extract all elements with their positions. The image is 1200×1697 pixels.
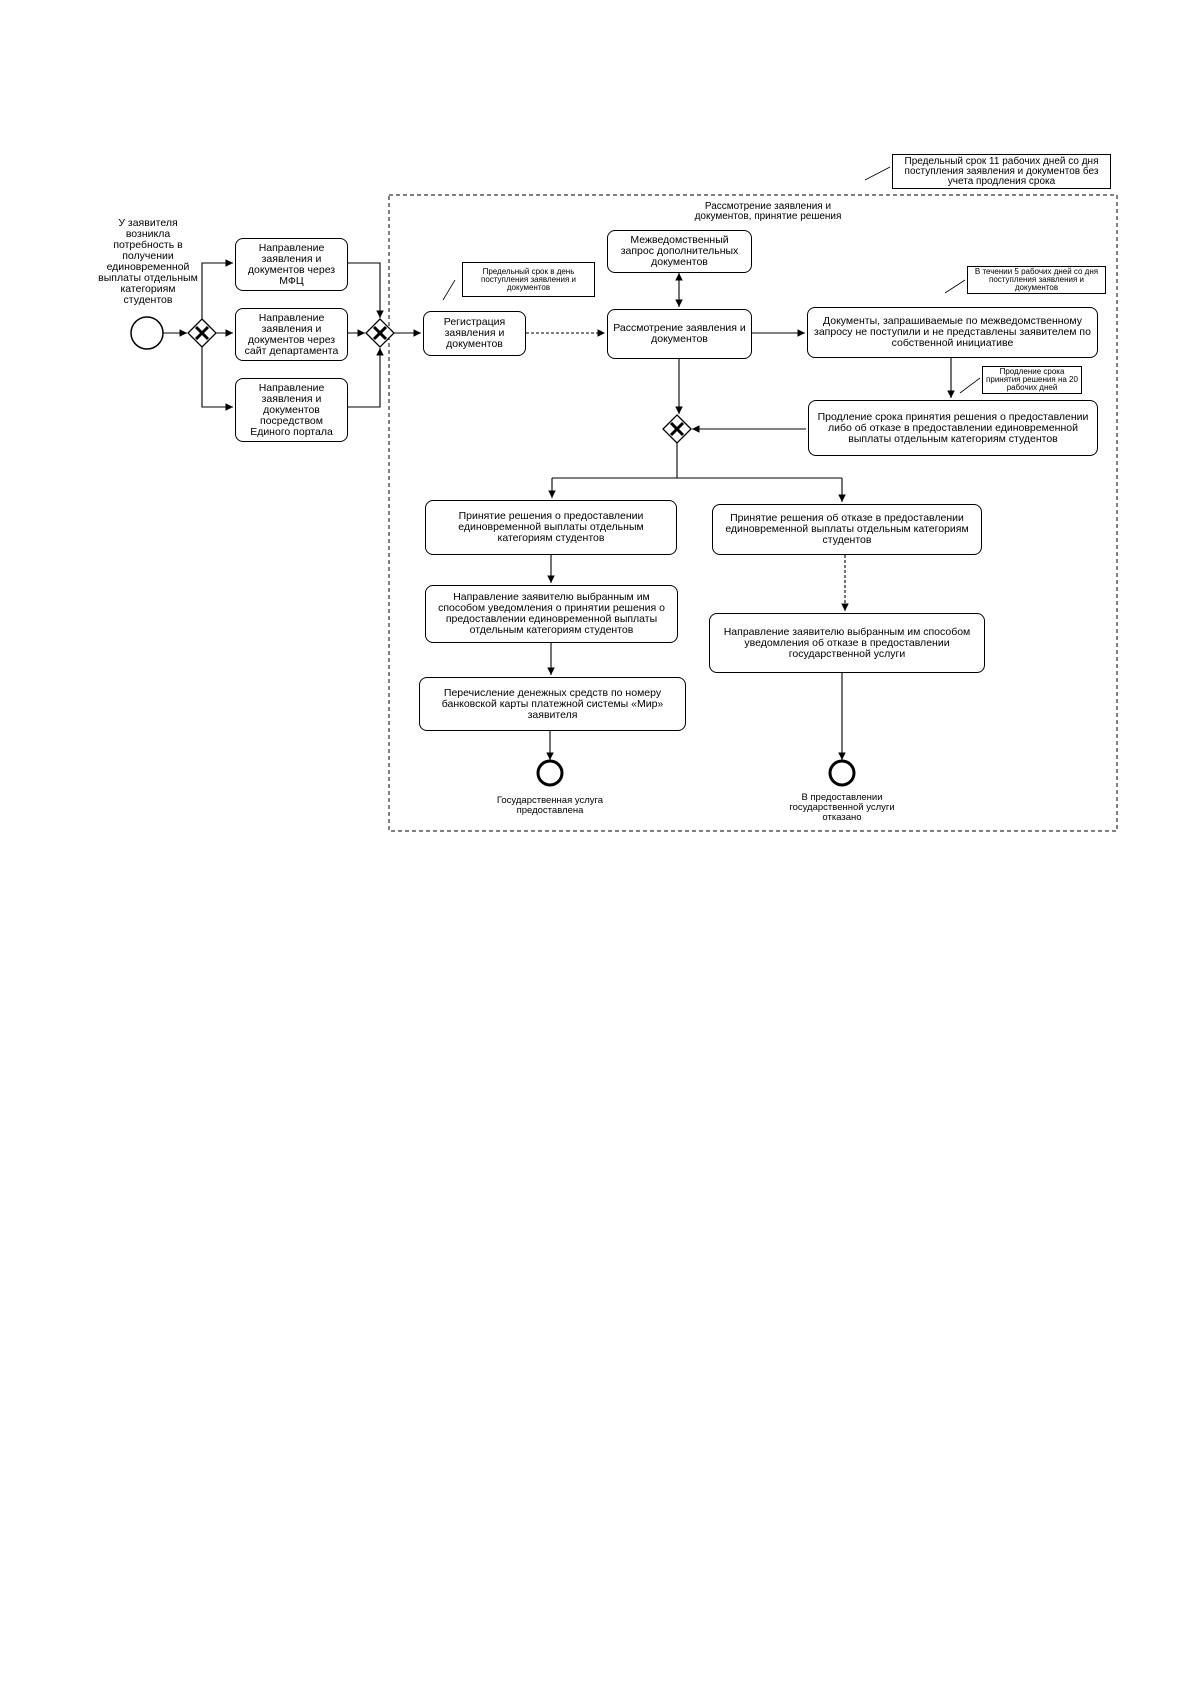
task-extension: Продление срока принятия решения о предо… (808, 400, 1098, 456)
gateway-decision (662, 414, 692, 444)
task-decision-refuse: Принятие решения об отказе в предоставле… (712, 504, 982, 555)
group-title: Рассмотрение заявления и документов, при… (694, 201, 842, 222)
note-deadline-5-days: В течении 5 рабочих дней со дня поступле… (967, 266, 1106, 294)
end-event-granted-label: Государственная услуга предоставлена (496, 795, 604, 816)
task-decision-grant: Принятие решения о предоставлении единов… (425, 500, 677, 555)
end-event-refused-circle (828, 759, 856, 787)
note-deadline-total: Предельный срок 11 рабочих дней со дня п… (892, 154, 1111, 189)
task-docs-not-received: Документы, запрашиваемые по межведомстве… (807, 307, 1098, 358)
task-interagency-request: Межведомственный запрос дополнительных д… (607, 230, 752, 273)
end-event-refused-label: В предоставлении государственной услуги … (789, 792, 895, 823)
gateway-merge (365, 318, 395, 348)
gateway-split (187, 318, 217, 348)
channel-department-site: Направление заявления и документов через… (235, 308, 348, 361)
decision-group-frame (388, 194, 1118, 832)
task-registration: Регистрация заявления и документов (423, 311, 526, 356)
task-notify-refuse: Направление заявителю выбранным им спосо… (709, 613, 985, 673)
channel-unified-portal: Направление заявления и документов посре… (235, 378, 348, 442)
task-review: Рассмотрение заявления и документов (607, 309, 752, 359)
start-event-circle (130, 316, 164, 350)
task-notify-grant: Направление заявителю выбранным им спосо… (425, 585, 678, 643)
note-deadline-registration: Предельный срок в день поступления заявл… (462, 262, 595, 297)
channel-mfc: Направление заявления и документов через… (235, 238, 348, 291)
note-extension-20-days: Продление срока принятия решения на 20 р… (982, 366, 1082, 394)
flow-arrows (163, 259, 955, 760)
annotation-connectors (442, 166, 981, 394)
start-event-label: У заявителя возникла потребность в получ… (98, 217, 198, 306)
end-event-granted-circle (536, 759, 564, 787)
task-transfer-funds: Перечисление денежных средств по номеру … (419, 677, 686, 731)
